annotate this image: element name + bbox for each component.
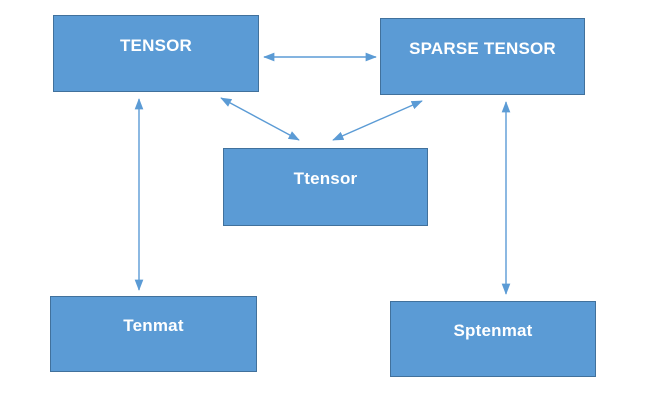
node-tenmat: Tenmat xyxy=(50,296,257,372)
node-tenmat-label: Tenmat xyxy=(123,316,184,335)
node-sptenmat: Sptenmat xyxy=(390,301,596,377)
node-tensor-label: TENSOR xyxy=(119,35,193,55)
node-sptenmat-label: Sptenmat xyxy=(453,321,533,340)
edge-tensor-ttensor xyxy=(220,97,300,141)
node-ttensor: Ttensor xyxy=(223,148,428,226)
node-sparse-tensor: SPARSE TENSOR xyxy=(380,18,585,95)
node-tensor: TENSOR xyxy=(53,15,259,92)
node-sparse-tensor-label: SPARSE TENSOR xyxy=(409,38,556,58)
edge-sparse-tensor-ttensor xyxy=(332,100,423,141)
node-ttensor-label: Ttensor xyxy=(293,169,358,188)
